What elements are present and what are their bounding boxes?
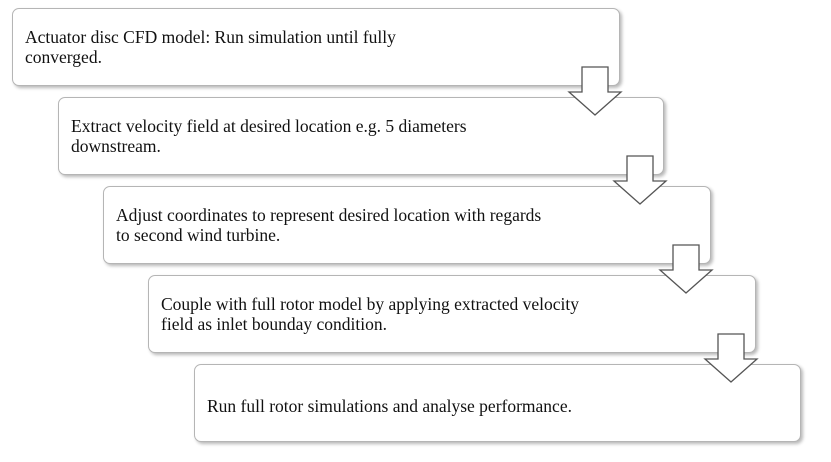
step-5-text: Run full rotor simulations and analyse p… [207,396,572,416]
step-4-box: Couple with full rotor model by applying… [148,275,756,353]
step-2-box: Extract velocity field at desired locati… [58,97,664,175]
step-1-text: Actuator disc CFD model: Run simulation … [25,27,396,67]
step-4-text: Couple with full rotor model by applying… [161,294,579,334]
down-arrow-icon [612,155,668,205]
step-3-box: Adjust coordinates to represent desired … [103,186,711,264]
down-arrow-icon [658,244,714,294]
step-2-text: Extract velocity field at desired locati… [71,116,467,156]
step-5-box: Run full rotor simulations and analyse p… [194,364,801,442]
step-3-text: Adjust coordinates to represent desired … [116,205,542,245]
down-arrow-icon [703,333,759,383]
down-arrow-icon [567,66,623,116]
step-1-box: Actuator disc CFD model: Run simulation … [12,8,620,86]
